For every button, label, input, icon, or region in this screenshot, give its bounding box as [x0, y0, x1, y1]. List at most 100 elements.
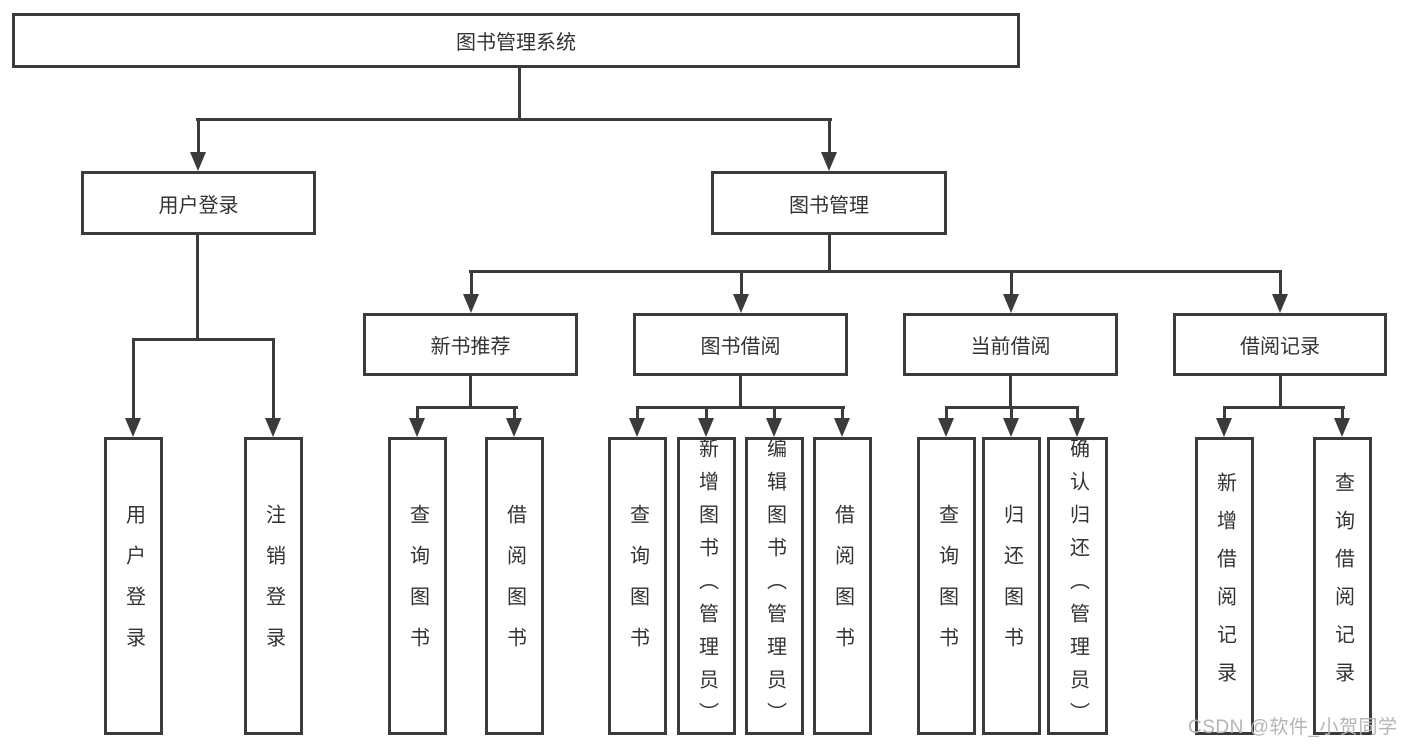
- arrow-shaft: [196, 118, 200, 157]
- leaf-edit-books-admin: 编辑图书（管理员）: [745, 437, 804, 735]
- arrow-leaf-return-books: [1003, 406, 1019, 437]
- arrow-leaf-query-books-3: [938, 406, 954, 437]
- arrow-head-icon: [629, 418, 645, 437]
- leaf-label: 归还图书: [1000, 504, 1023, 668]
- leaf-return-books: 归还图书: [982, 437, 1041, 735]
- node-label: 用户登录: [158, 194, 239, 217]
- leaf-label: 确认归还（管理员）: [1066, 437, 1089, 735]
- leaf-add-books-admin: 新增图书（管理员）: [677, 437, 736, 735]
- leaf-label: 查询图书: [406, 504, 429, 668]
- leaf-label: 借阅图书: [503, 504, 526, 668]
- csdn-watermark: CSDN @软件_小贺同学: [1188, 717, 1398, 738]
- conn-records-branch: [1223, 406, 1345, 409]
- node-borrow-records: 借阅记录: [1173, 313, 1387, 376]
- leaf-label: 新增借阅记录: [1213, 472, 1236, 700]
- arrow-head-icon: [1272, 294, 1288, 313]
- arrow-shaft: [415, 406, 419, 423]
- arrow-to-book-management: [821, 118, 837, 171]
- arrow-leaf-borrow-books-1: [506, 406, 522, 437]
- arrow-leaf-add-record: [1216, 406, 1232, 437]
- node-book-borrowing: 图书借阅: [633, 313, 848, 376]
- node-label: 图书管理系统: [456, 32, 576, 54]
- arrow-head-icon: [265, 418, 281, 437]
- arrow-leaf-query-books-2: [629, 406, 645, 437]
- arrow-shaft: [271, 338, 275, 423]
- node-book-management: 图书管理: [711, 171, 947, 235]
- node-label: 当前借阅: [970, 336, 1051, 358]
- conn-root-branch: [196, 118, 832, 121]
- arrow-head-icon: [938, 418, 954, 437]
- arrow-leaf-query-record: [1334, 406, 1350, 437]
- leaf-confirm-return-admin: 确认归还（管理员）: [1047, 437, 1108, 735]
- leaf-label: 注销登录: [262, 504, 285, 668]
- arrow-head-icon: [463, 294, 479, 313]
- leaf-query-books-recommend: 查询图书: [388, 437, 447, 735]
- arrow-head-icon: [821, 152, 837, 171]
- leaf-label: 查询图书: [626, 504, 649, 668]
- arrow-leaf-query-books-1: [409, 406, 425, 437]
- node-label: 图书借阅: [700, 336, 781, 358]
- arrow-shaft: [1075, 406, 1079, 423]
- leaf-borrow-books-recommend: 借阅图书: [485, 437, 544, 735]
- node-label: 借阅记录: [1240, 336, 1320, 358]
- conn-login-trunk: [196, 235, 199, 341]
- arrow-shaft: [635, 406, 639, 423]
- conn-recommend-trunk: [469, 376, 472, 409]
- arrow-shaft: [1009, 406, 1013, 423]
- leaf-label: 用户登录: [122, 504, 145, 668]
- leaf-label: 借阅图书: [831, 504, 854, 668]
- arrow-shaft: [944, 406, 948, 423]
- arrow-head-icon: [1003, 418, 1019, 437]
- conn-mgmt-trunk: [828, 235, 831, 273]
- conn-recommend-branch: [416, 406, 518, 409]
- arrow-shaft: [840, 406, 844, 423]
- arrow-shaft: [1340, 406, 1344, 423]
- arrow-leaf-logout: [265, 338, 281, 437]
- arrow-shaft: [512, 406, 516, 423]
- arrow-head-icon: [1069, 418, 1085, 437]
- node-book-management-system: 图书管理系统: [12, 13, 1020, 68]
- conn-mgmt-branch: [469, 270, 1282, 273]
- arrow-node-borrowing: [733, 270, 749, 313]
- arrow-head-icon: [190, 152, 206, 171]
- arrow-shaft: [131, 338, 135, 423]
- leaf-query-books-borrowing: 查询图书: [608, 437, 667, 735]
- arrow-shaft: [704, 406, 708, 423]
- arrow-head-icon: [733, 294, 749, 313]
- arrow-shaft: [469, 270, 473, 299]
- leaf-add-borrow-record: 新增借阅记录: [1195, 437, 1254, 735]
- arrow-shaft: [1009, 270, 1013, 299]
- arrow-shaft: [1278, 270, 1282, 299]
- leaf-query-borrow-record: 查询借阅记录: [1313, 437, 1372, 735]
- arrow-head-icon: [1003, 294, 1019, 313]
- arrow-leaf-borrow-books-2: [834, 406, 850, 437]
- arrow-head-icon: [1334, 418, 1350, 437]
- arrow-leaf-add-books: [698, 406, 714, 437]
- arrow-node-recommend: [463, 270, 479, 313]
- leaf-label: 查询借阅记录: [1331, 472, 1354, 700]
- arrow-leaf-edit-books: [766, 406, 782, 437]
- arrow-shaft: [772, 406, 776, 423]
- node-user-login: 用户登录: [81, 171, 316, 235]
- conn-login-branch: [132, 338, 275, 341]
- arrow-shaft: [739, 270, 743, 299]
- node-current-borrowing: 当前借阅: [903, 313, 1118, 376]
- leaf-borrow-books-borrowing: 借阅图书: [813, 437, 872, 735]
- arrow-shaft: [827, 118, 831, 157]
- arrow-shaft: [1222, 406, 1226, 423]
- arrow-to-user-login: [190, 118, 206, 171]
- conn-root-trunk: [518, 68, 521, 121]
- node-label: 新书推荐: [430, 336, 511, 358]
- leaf-query-books-current: 查询图书: [917, 437, 976, 735]
- node-label: 图书管理: [789, 194, 869, 217]
- leaf-user-login: 用户登录: [104, 437, 163, 735]
- arrow-leaf-user-login: [125, 338, 141, 437]
- arrow-leaf-confirm-return: [1069, 406, 1085, 437]
- arrow-head-icon: [698, 418, 714, 437]
- node-new-book-recommend: 新书推荐: [363, 313, 578, 376]
- leaf-logout: 注销登录: [244, 437, 303, 735]
- arrow-head-icon: [766, 418, 782, 437]
- arrow-head-icon: [834, 418, 850, 437]
- leaf-label: 查询图书: [935, 504, 958, 668]
